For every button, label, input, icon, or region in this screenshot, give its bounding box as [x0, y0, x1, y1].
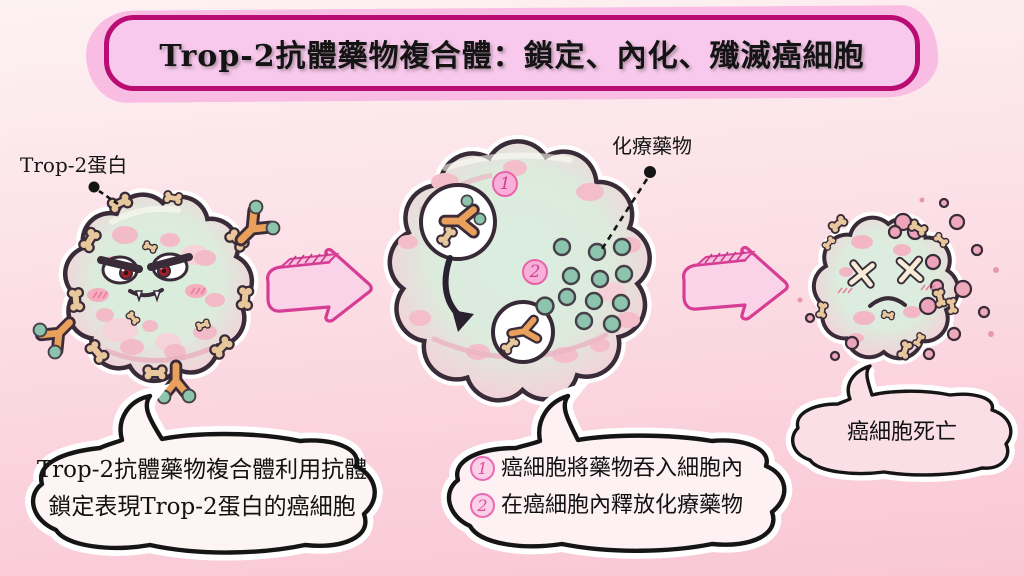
item1-text: 癌細胞將藥物吞入細胞內 [501, 456, 744, 481]
bubble-middle-item2: 2 在癌細胞內釋放化療藥物 [456, 487, 776, 524]
angry-face [87, 252, 207, 303]
trop2-pointer [88, 181, 122, 208]
cancer-cell-internalizing [383, 134, 657, 407]
chemo-pointer [600, 166, 656, 250]
speech-bubble-right: 癌細胞死亡 [802, 418, 1002, 448]
process-arrow-2 [682, 245, 789, 321]
speech-bubble-right-shape [785, 359, 1018, 482]
speech-bubble-left-shape [25, 383, 383, 561]
speech-bubble-middle: 1 癌細胞將藥物吞入細胞內 2 在癌細胞內釋放化療藥物 [456, 450, 776, 524]
cell-debris [797, 197, 999, 362]
item1-number-badge: 1 [470, 456, 495, 481]
cancer-cell-angry [32, 188, 281, 405]
chemo-drug-label: 化療藥物 [612, 134, 692, 158]
item2-text: 在癌細胞內釋放化療藥物 [501, 493, 744, 518]
speech-bubble-middle-shape [441, 380, 793, 559]
dead-face [837, 260, 936, 308]
bubble-right-line: 癌細胞死亡 [846, 420, 957, 445]
vesicle-1 [419, 183, 497, 261]
bubble-left-line1: Trop-2抗體藥物複合體利用抗體 [36, 457, 368, 483]
title-banner: Trop-2抗體藥物複合體：鎖定、內化、殲滅癌細胞 [104, 15, 920, 91]
bubble-left-line2: 鎖定表現Trop-2蛋白的癌細胞 [48, 494, 356, 520]
step1-badge: 1 [492, 171, 518, 197]
internalization-arrow [442, 255, 474, 332]
bubble-middle-item1: 1 癌細胞將藥物吞入細胞內 [456, 450, 776, 487]
item2-number-badge: 2 [470, 493, 495, 518]
trop2-protein-label: Trop-2蛋白 [20, 153, 128, 177]
speech-bubble-left: Trop-2抗體藥物複合體利用抗體 鎖定表現Trop-2蛋白的癌細胞 [30, 452, 374, 526]
page-title: Trop-2抗體藥物複合體：鎖定、內化、殲滅癌細胞 [159, 39, 865, 74]
process-arrow-1 [266, 247, 373, 323]
vesicle-2 [491, 296, 555, 364]
cancer-cell-dying [797, 197, 999, 365]
step2-badge: 2 [522, 259, 548, 285]
